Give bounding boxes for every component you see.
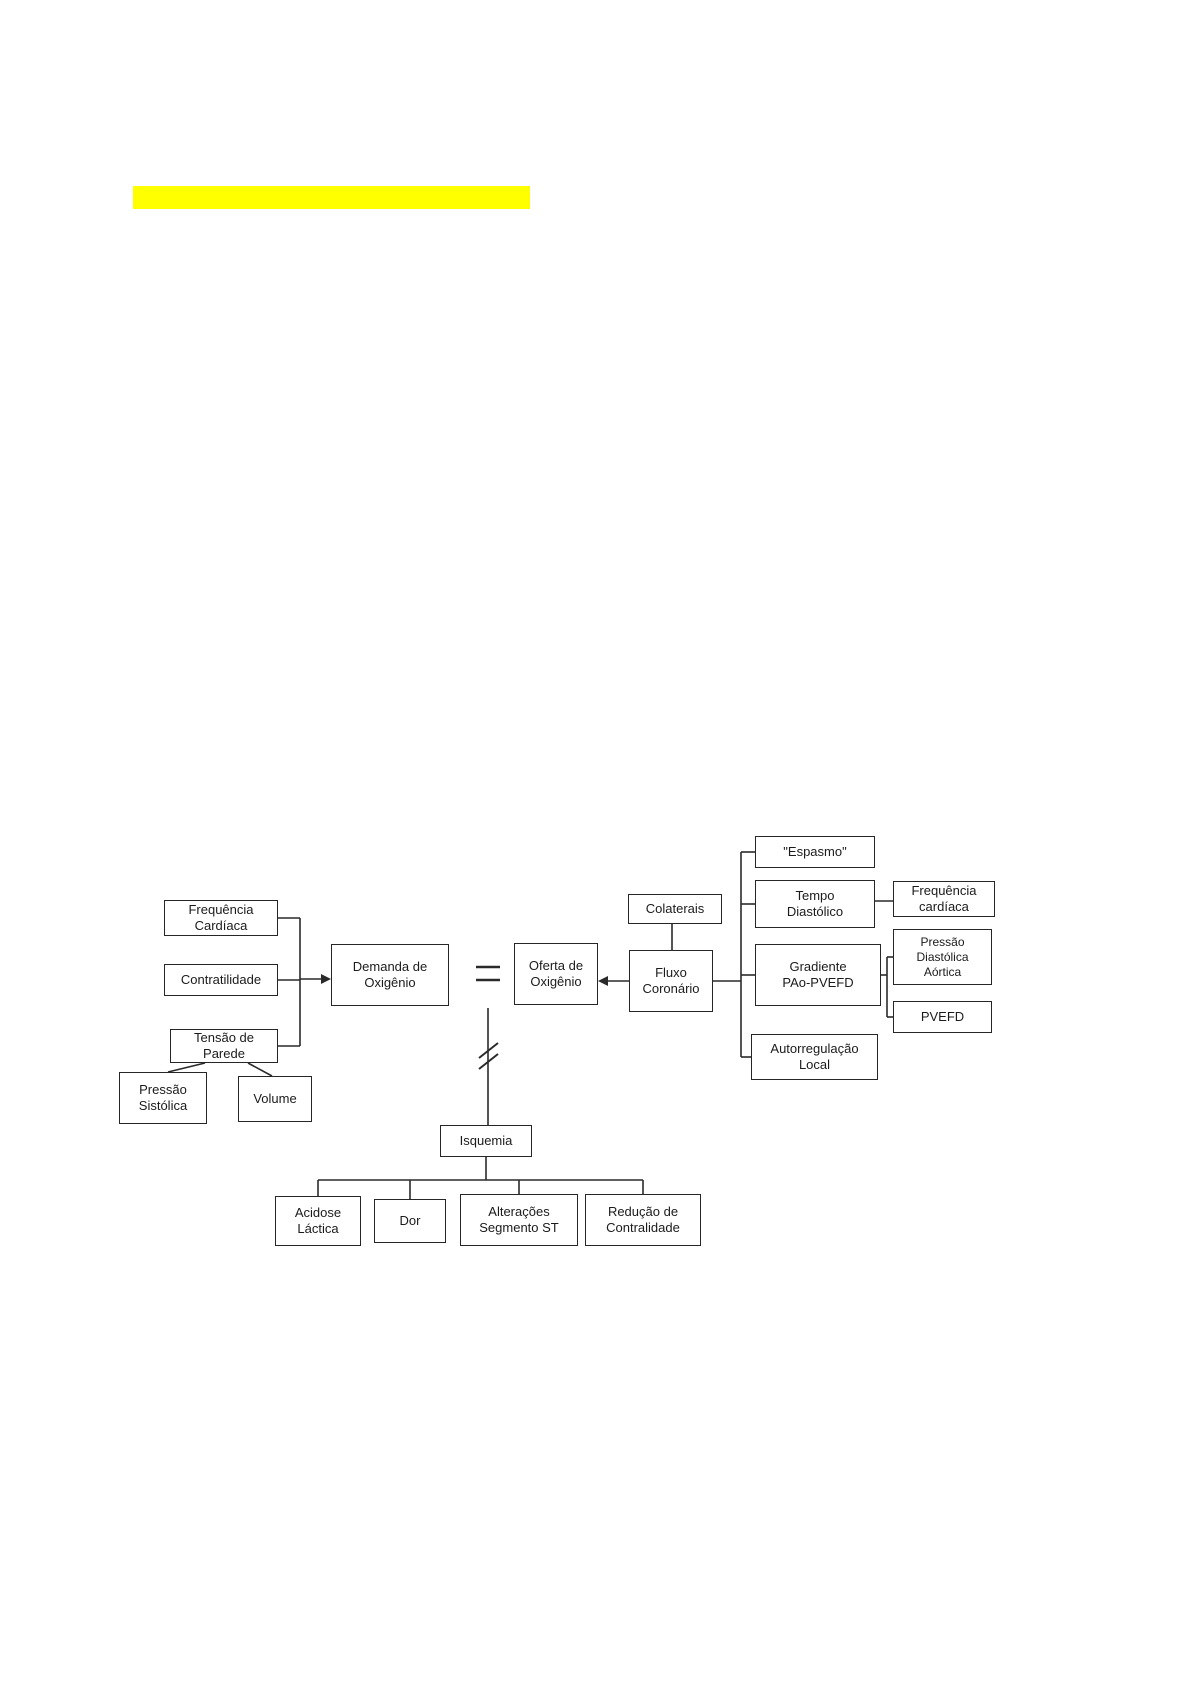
arrowhead-into-oferta [598, 976, 608, 986]
node-reducao-de-contralidade: Redução de Contralidade [585, 1194, 701, 1246]
node-pvefd: PVEFD [893, 1001, 992, 1033]
node-pressao-sistolica: Pressão Sistólica [119, 1072, 207, 1124]
node-oferta-de-oxigenio: Oferta de Oxigênio [514, 943, 598, 1005]
arrowhead-into-demanda [321, 974, 331, 984]
node-volume: Volume [238, 1076, 312, 1122]
node-fluxo-coronario: Fluxo Coronário [629, 950, 713, 1012]
node-demanda-de-oxigenio: Demanda de Oxigênio [331, 944, 449, 1006]
node-isquemia: Isquemia [440, 1125, 532, 1157]
node-frequencia-cardiaca: Frequência Cardíaca [164, 900, 278, 936]
node-acidose-lactica: Acidose Láctica [275, 1196, 361, 1246]
node-tempo-diastolico: Tempo Diastólico [755, 880, 875, 928]
node-dor: Dor [374, 1199, 446, 1243]
node-contratilidade: Contratilidade [164, 964, 278, 996]
node-frequencia-cardiaca-direita: Frequência cardíaca [893, 881, 995, 917]
node-espasmo: "Espasmo" [755, 836, 875, 868]
node-alteracoes-segmento-st: Alterações Segmento ST [460, 1194, 578, 1246]
node-pressao-diastolica-aortica: Pressão Diastólica Aórtica [893, 929, 992, 985]
node-tensao-de-parede: Tensão de Parede [170, 1029, 278, 1063]
highlight-bar [133, 186, 530, 209]
node-colaterais: Colaterais [628, 894, 722, 924]
node-autorregulacao-local: Autorregulação Local [751, 1034, 878, 1080]
node-gradiente-pao-pvefd: Gradiente PAo-PVEFD [755, 944, 881, 1006]
